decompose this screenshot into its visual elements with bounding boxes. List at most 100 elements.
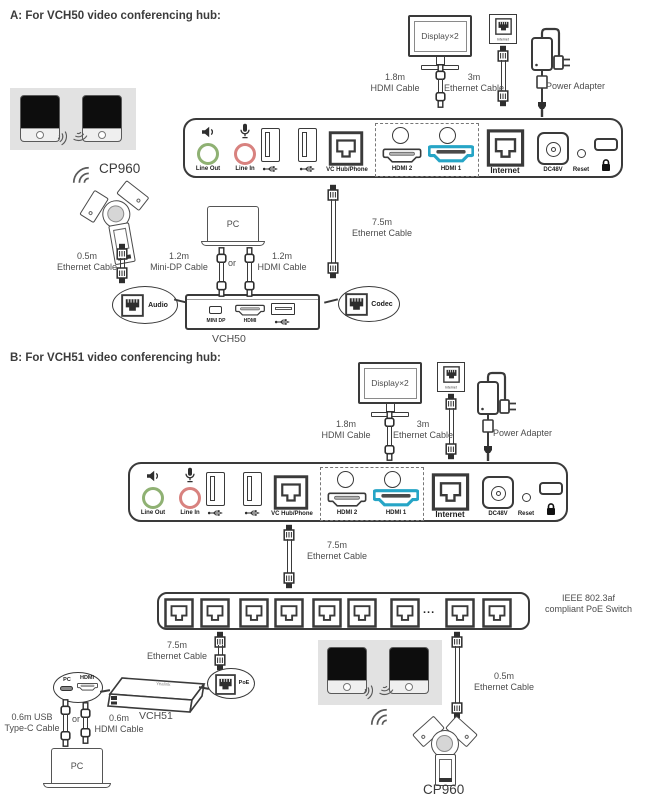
reset-label: Reset: [572, 167, 590, 173]
power-adapter-label: Power Adapter: [493, 428, 553, 438]
reset-hole: [522, 493, 531, 502]
ethernet-cable: [217, 645, 223, 655]
pc-base: [201, 241, 265, 246]
vch50-hub: MINI DP HDMI: [185, 294, 320, 330]
lock-icon: [545, 502, 557, 516]
poe-port: [390, 598, 420, 628]
line-out-label: Line Out: [195, 166, 221, 172]
line-in-port: [234, 143, 256, 165]
vc-hub-rear-panel: Line Out Line In VC Hub/Phone HDMI 2 HDM…: [183, 118, 623, 178]
mini-dp-port: [209, 306, 222, 314]
poe-port: [482, 598, 512, 628]
usb-port: [243, 472, 262, 506]
cp960-screen: [439, 759, 452, 780]
poe-port: [239, 598, 269, 628]
usb-icon: [262, 165, 279, 173]
cable-label-eth-75: 7.5m Ethernet Cable: [351, 217, 413, 238]
usb-port: [271, 303, 295, 315]
cable-label-eth-75: 7.5m Ethernet Cable: [146, 640, 208, 661]
vc-hub-phone-port: [272, 475, 310, 510]
hdmi2-label: HDMI 2: [336, 510, 358, 516]
vch50-label: VCH50: [212, 333, 246, 345]
wireless-mic-group: [10, 88, 136, 150]
power-adapter: [477, 371, 516, 461]
usb-port: [206, 472, 225, 506]
usb-icon: [207, 509, 224, 517]
security-lock-slot: [539, 482, 563, 495]
vc-hub-phone-port: [327, 131, 365, 166]
codec-callout: Codec: [338, 286, 400, 322]
poe-port: [200, 598, 230, 628]
security-lock-slot: [594, 138, 618, 151]
cable-label-eth-05: 0.5m Ethernet Cable: [56, 251, 118, 272]
wall-jack-label: Internet: [497, 38, 509, 42]
poe-port: [312, 598, 342, 628]
cp960-label: CP960: [423, 782, 465, 797]
ethernet-cable: [286, 539, 292, 573]
hdmi2-label: HDMI 2: [391, 166, 413, 172]
mic-mute-button: [98, 131, 106, 139]
mic-icon: [184, 467, 196, 483]
usb-c-cable: [63, 714, 68, 732]
dc48v-port: [537, 132, 569, 165]
vc-hub-rear-panel: Line Out Line In VC Hub/Phone HDMI 2 HDM…: [128, 462, 568, 522]
usb-c-plug: [60, 731, 71, 747]
hdmi-cable: [83, 717, 88, 729]
power-adapter-label: Power Adapter: [546, 81, 606, 91]
reset-hole: [577, 149, 586, 158]
section-b-heading: B: For VCH51 video conferencing hub:: [10, 352, 221, 364]
wireless-mic-pod: [20, 95, 60, 142]
hdmi-plug: [244, 281, 255, 297]
cable-label-hdmi-18: 1.8m HDMI Cable: [370, 72, 420, 93]
codec-rj45-port: [345, 293, 368, 316]
pc-port-label: PC: [63, 677, 71, 683]
cable-label-eth-75: 7.5m Ethernet Cable: [306, 540, 368, 561]
usb-icon: [274, 318, 291, 326]
mic-mute-button: [343, 683, 351, 691]
mini-dp-plug: [216, 281, 227, 297]
ethernet-cable: [448, 408, 454, 444]
cable-label-usbc-06: 0.6m USB Type-C Cable: [4, 712, 60, 733]
cable-label-eth-3: 3m Ethernet Cable: [443, 72, 505, 93]
vch51-pc-hdmi-callout: PC HDMI: [53, 672, 103, 703]
ethernet-cable: [119, 258, 125, 268]
usb-port: [261, 128, 280, 162]
internet-port: [429, 473, 472, 511]
hdmi-label: HDMI: [243, 318, 257, 324]
usb-icon: [244, 509, 261, 517]
poe-port: [164, 598, 194, 628]
cp960-speaker: [431, 730, 459, 758]
codec-port-label: Codec: [371, 301, 393, 308]
vch51-brand: Yealink: [156, 681, 171, 687]
vch51-label: VCH51: [139, 710, 173, 722]
cable-label-eth-3: 3m Ethernet Cable: [392, 419, 454, 440]
dc48v-label: DC48V: [543, 167, 563, 173]
hdmi-cable: [247, 262, 252, 282]
cable-label-hdmi-18: 1.8m HDMI Cable: [321, 419, 371, 440]
speaker-icon: [146, 470, 160, 482]
display-screen: Display×2: [408, 15, 472, 57]
cp960-phone: [412, 712, 478, 786]
ethernet-plug: [283, 572, 295, 589]
hdmi-port: [235, 304, 265, 317]
ethernet-cable: [330, 199, 336, 263]
lock-icon: [600, 158, 612, 172]
or-label: or: [71, 714, 80, 724]
cp960-body: [435, 754, 456, 786]
line-in-label: Line In: [235, 166, 255, 172]
wall-rj45-port: [495, 18, 512, 35]
line-in-label: Line In: [180, 510, 200, 516]
cp960-label: CP960: [99, 161, 141, 176]
hdmi2-port: [382, 148, 422, 164]
vc-hub-phone-label: VC Hub/Phone: [326, 167, 368, 173]
poe-switch: ...: [157, 592, 530, 630]
internet-port: [484, 129, 527, 167]
cable-label-eth-05: 0.5m Ethernet Cable: [473, 671, 535, 692]
dc48v-port: [482, 476, 514, 509]
callout-tail: [324, 298, 338, 304]
wifi-icon: [368, 706, 388, 726]
pc-laptop: PC: [201, 206, 265, 246]
vch51-hub: Yealink: [107, 677, 206, 713]
internet-wall-jack: Internet: [489, 14, 517, 44]
